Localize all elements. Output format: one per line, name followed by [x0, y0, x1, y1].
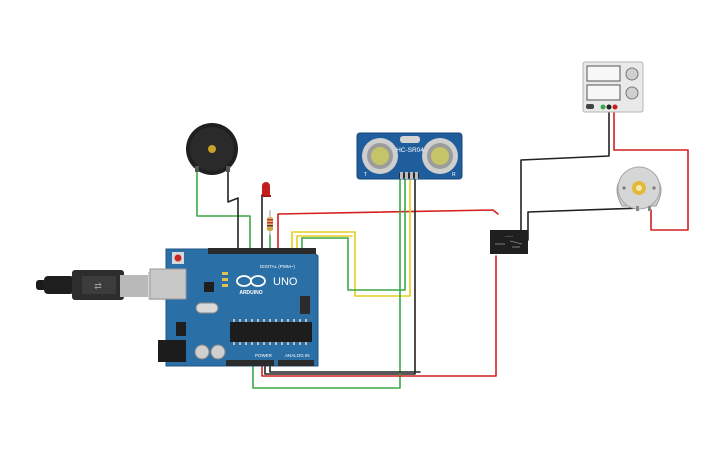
analog-label: ANALOG IN [285, 353, 310, 358]
dc-motor-icon[interactable] [616, 166, 662, 211]
wire-buzzer-green[interactable] [196, 167, 251, 249]
wire-relay-motor-black[interactable] [527, 207, 641, 241]
resistor-icon[interactable] [267, 210, 273, 236]
power-jack[interactable] [158, 340, 186, 362]
hc-sr04-sensor[interactable]: HC-SR04 T R [356, 132, 463, 180]
svg-text:⇄: ⇄ [94, 281, 102, 291]
psu-switch[interactable] [586, 104, 594, 109]
psu-terminal-gnd[interactable] [600, 104, 606, 110]
power-header[interactable] [226, 360, 274, 366]
power-label: POWER [255, 353, 273, 358]
arduino-logo: ARDUINO [236, 275, 266, 296]
atmega-chip [230, 322, 312, 342]
arduino-uno-board[interactable]: ARDUINO UNO DIGITAL (PWM~) POWER ANALOG … [149, 248, 319, 367]
buzzer-icon[interactable] [186, 123, 238, 175]
capacitor-2 [210, 344, 226, 360]
svg-text:~~~~: ~~~~ [505, 236, 513, 240]
wire-sensor-green[interactable] [301, 177, 406, 291]
wire-sensor-gnd-black[interactable] [264, 177, 416, 375]
relay-icon[interactable]: ~~~~ [490, 230, 528, 254]
crystal-oscillator [195, 302, 219, 314]
capacitor-1 [194, 344, 210, 360]
wire-relay-vcc-red[interactable] [261, 255, 497, 377]
arduino-brand: ARDUINO [239, 290, 262, 296]
digital-header[interactable] [208, 248, 316, 254]
digital-label: DIGITAL (PWM~) [260, 264, 295, 269]
sensor-model: HC-SR04 [396, 147, 424, 154]
wire-sensor-vcc-green[interactable] [252, 177, 401, 389]
wire-psu-red[interactable] [613, 109, 689, 231]
board-led-rx [222, 278, 228, 281]
sensor-pin-r: R [452, 172, 456, 178]
psu-display-voltage [586, 65, 621, 82]
arduino-model: UNO [273, 276, 298, 288]
wire-psu-black[interactable] [520, 109, 610, 233]
psu-terminal-neg[interactable] [606, 104, 612, 110]
psu-knob-voltage[interactable] [625, 67, 639, 81]
wire-sensor-yellow-2[interactable] [296, 235, 353, 249]
usb-port[interactable] [149, 268, 187, 300]
analog-header[interactable] [278, 360, 314, 366]
sensor-crystal [400, 136, 420, 143]
wire-sensor-yellow-1[interactable] [291, 177, 411, 297]
psu-terminal-pos[interactable] [612, 104, 618, 110]
board-led-tx [222, 272, 228, 275]
voltage-regulator [176, 322, 186, 336]
board-led-on [222, 284, 228, 287]
icsp-header [300, 296, 310, 314]
psu-display-current [586, 84, 621, 101]
sensor-pin-t: T [364, 172, 367, 178]
usb-chip [204, 282, 214, 292]
led-icon[interactable] [261, 182, 271, 197]
wire-relay-signal-red[interactable] [277, 209, 499, 249]
wire-buzzer-black[interactable] [227, 169, 239, 249]
psu-knob-current[interactable] [625, 86, 639, 100]
power-supply-icon[interactable] [582, 61, 644, 113]
